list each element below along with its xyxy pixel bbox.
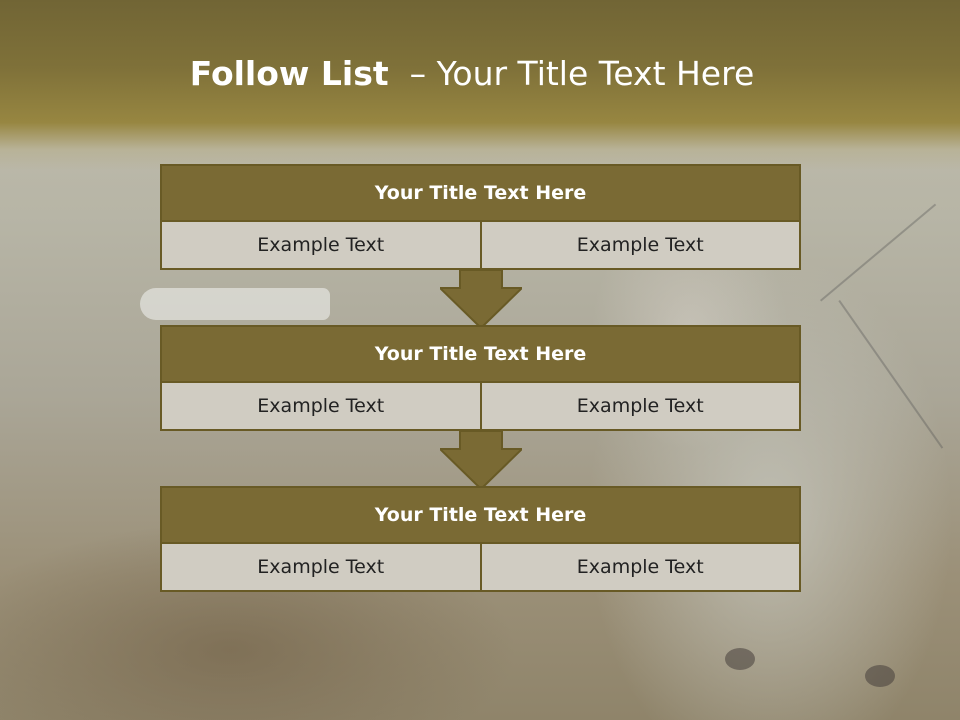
slide-title: Follow List – Your Title Text Here bbox=[0, 54, 944, 93]
down-arrow-icon bbox=[440, 431, 522, 491]
step-cell-left: Example Text bbox=[257, 234, 385, 256]
slide-title-rest: – Your Title Text Here bbox=[409, 54, 755, 93]
step-cell-right: Example Text bbox=[479, 383, 800, 429]
step-row: Example Text Example Text bbox=[162, 383, 799, 429]
step-cell-right: Example Text bbox=[479, 544, 800, 590]
step-cell-right: Example Text bbox=[479, 222, 800, 268]
step-title: Your Title Text Here bbox=[162, 327, 799, 383]
step-title: Your Title Text Here bbox=[162, 488, 799, 544]
step-cell-left: Example Text bbox=[257, 556, 385, 578]
gloved-hand-shape bbox=[140, 288, 330, 320]
down-arrow-icon bbox=[440, 270, 522, 330]
coat-button-shape bbox=[725, 648, 755, 670]
title-band bbox=[0, 0, 960, 170]
slide-title-bold: Follow List bbox=[189, 54, 389, 93]
step-title: Your Title Text Here bbox=[162, 166, 799, 222]
coat-button-shape bbox=[865, 665, 895, 687]
step-block-2: Your Title Text Here Example Text Exampl… bbox=[160, 325, 801, 431]
step-cell-left: Example Text bbox=[257, 395, 385, 417]
step-block-3: Your Title Text Here Example Text Exampl… bbox=[160, 486, 801, 592]
step-row: Example Text Example Text bbox=[162, 544, 799, 590]
step-block-1: Your Title Text Here Example Text Exampl… bbox=[160, 164, 801, 270]
step-row: Example Text Example Text bbox=[162, 222, 799, 268]
